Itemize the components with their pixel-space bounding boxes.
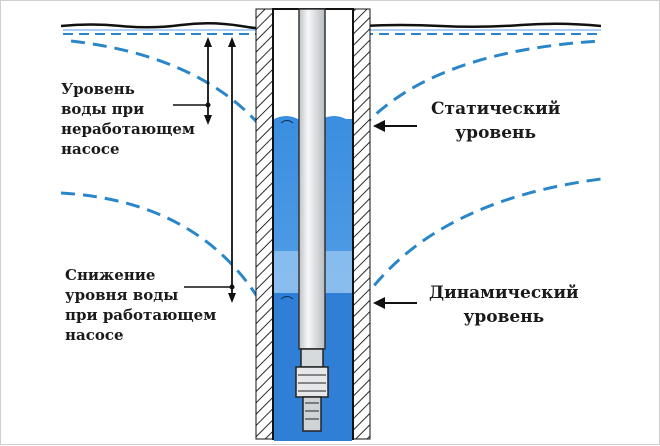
submersible-pump: [295, 348, 329, 432]
label-line: уровень: [463, 307, 545, 327]
well-wall-left: [255, 8, 274, 440]
label-line: насосе: [61, 140, 120, 158]
label-line: Статический: [431, 99, 561, 119]
ground-surface-right: [360, 22, 602, 29]
label-line: воды при: [61, 100, 145, 118]
dynamic-cone-left: [60, 191, 265, 307]
label-line: уровня воды: [65, 286, 179, 304]
dynamic-cone-right: [359, 177, 602, 304]
label-line: уровень: [455, 123, 537, 143]
label-line: при работающем: [65, 306, 217, 324]
static-cone-right: [359, 39, 602, 131]
static-cone-left: [70, 39, 265, 130]
static-water-level-label: Уровень воды при неработающем насосе: [61, 79, 195, 159]
ground-surface-left: [60, 22, 264, 30]
dynamic-level-arrow: [373, 297, 417, 309]
label-line: Динамический: [429, 283, 579, 303]
pump-pipe: [298, 8, 326, 350]
drawdown-label: Снижение уровня воды при работающем насо…: [65, 265, 216, 345]
label-line: Уровень: [61, 80, 135, 98]
drawdown-dimension: [184, 37, 236, 303]
static-level-label: Статический уровень: [431, 97, 560, 145]
label-line: Снижение: [65, 266, 156, 284]
static-level-arrow: [373, 120, 417, 132]
static-level-dimension: [173, 37, 212, 125]
label-line: насосе: [65, 326, 124, 344]
dynamic-level-label: Динамический уровень: [429, 281, 579, 329]
well-wall-right: [352, 8, 371, 440]
label-line: неработающем: [61, 120, 195, 138]
